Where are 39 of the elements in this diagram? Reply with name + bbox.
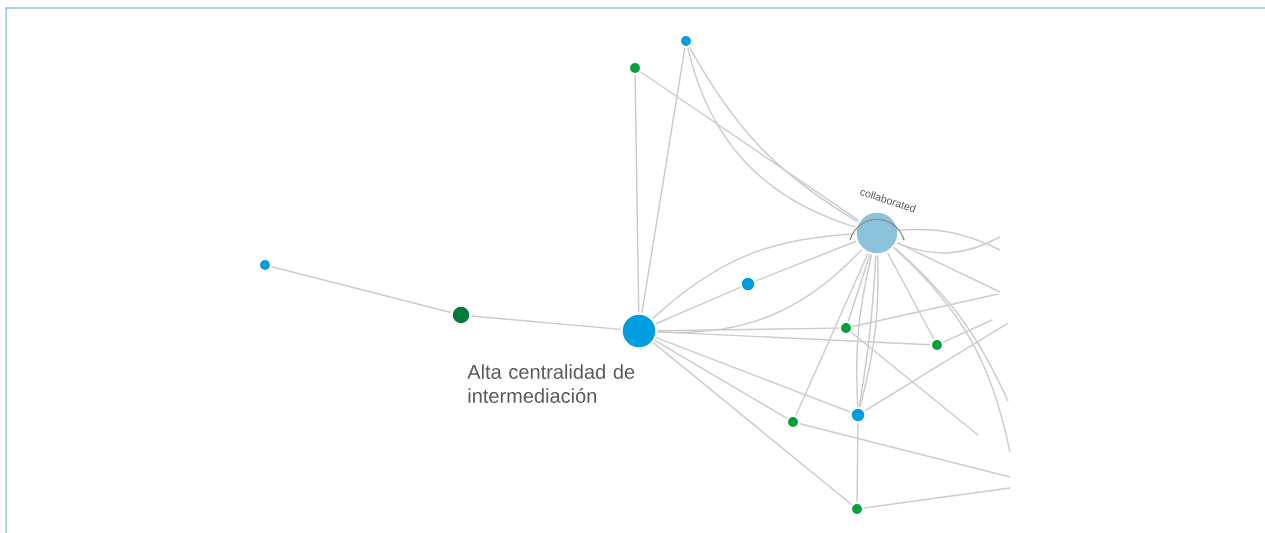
network-link (856, 422, 859, 503)
network-link (893, 246, 1011, 453)
network-link (898, 228, 1001, 251)
network-link (942, 319, 993, 343)
network-node (849, 501, 865, 517)
network-node (627, 60, 643, 76)
network-link (795, 252, 869, 417)
network-link (651, 233, 856, 320)
network-node (838, 320, 854, 336)
network-link (799, 423, 1011, 478)
network-link (656, 331, 931, 346)
network-node (929, 337, 945, 353)
network-link (470, 315, 622, 331)
network-node (620, 312, 658, 350)
network-link (863, 487, 1011, 509)
network-link (652, 341, 853, 506)
network-link (655, 336, 851, 413)
network-node (450, 304, 472, 326)
network-link (864, 322, 1009, 412)
network-link (850, 331, 979, 436)
network-link (655, 286, 742, 325)
network-link (271, 266, 452, 314)
network-node (678, 33, 694, 49)
network-link (634, 74, 640, 314)
node-caption: Alta centralidad de intermediación (467, 364, 635, 403)
network-node (257, 257, 273, 273)
network-node (785, 414, 801, 430)
network-node (739, 275, 757, 293)
network-link (654, 339, 788, 420)
network-link (755, 240, 857, 282)
network-link (641, 47, 686, 314)
network-link (886, 252, 935, 340)
network-link (847, 253, 871, 323)
network-link (896, 241, 1001, 293)
network-node (849, 406, 867, 424)
network-link (856, 254, 873, 408)
network-link (640, 71, 860, 222)
network-link (852, 293, 999, 328)
network-link (656, 327, 840, 332)
